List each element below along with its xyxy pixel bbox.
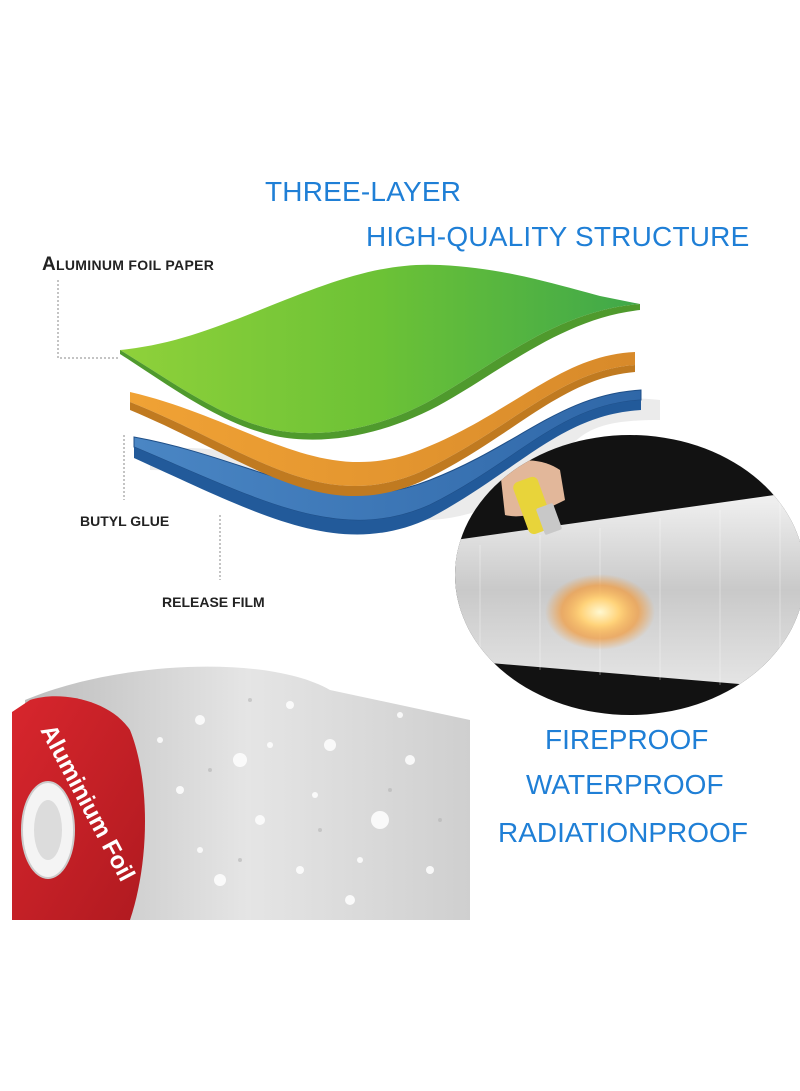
feature-radiationproof: RADIATIONPROOF [498,817,748,848]
feature-waterproof: WATERPROOF [526,769,724,800]
aluminum-foil-edge [120,304,640,440]
headline-line-1: THREE-LAYER [265,176,462,207]
feature-fireproof: FIREPROOF [545,724,709,755]
release-film-sheet [134,390,641,521]
tape-roll-photo: Aluminium Foil [12,666,470,920]
aluminum-foil-sheet [120,264,640,434]
fire-test-photo [455,435,800,715]
headline-line-2: HIGH-QUALITY STRUCTURE [366,221,750,252]
label-butyl-glue: BUTYL GLUE [80,513,170,529]
butyl-glue-edge [130,365,635,497]
label-release-film: RELEASE FILM [162,594,265,610]
layer-stack [120,264,660,535]
label-aluminum-rest: LUMINUM FOIL PAPER [56,257,215,273]
label-aluminum-foil-paper: ALUMINUM FOIL PAPER [42,254,214,276]
release-film-edge [134,400,641,535]
butyl-glue-sheet [130,352,635,487]
leader-lines [57,280,221,580]
label-aluminum-initial: A [42,254,57,275]
